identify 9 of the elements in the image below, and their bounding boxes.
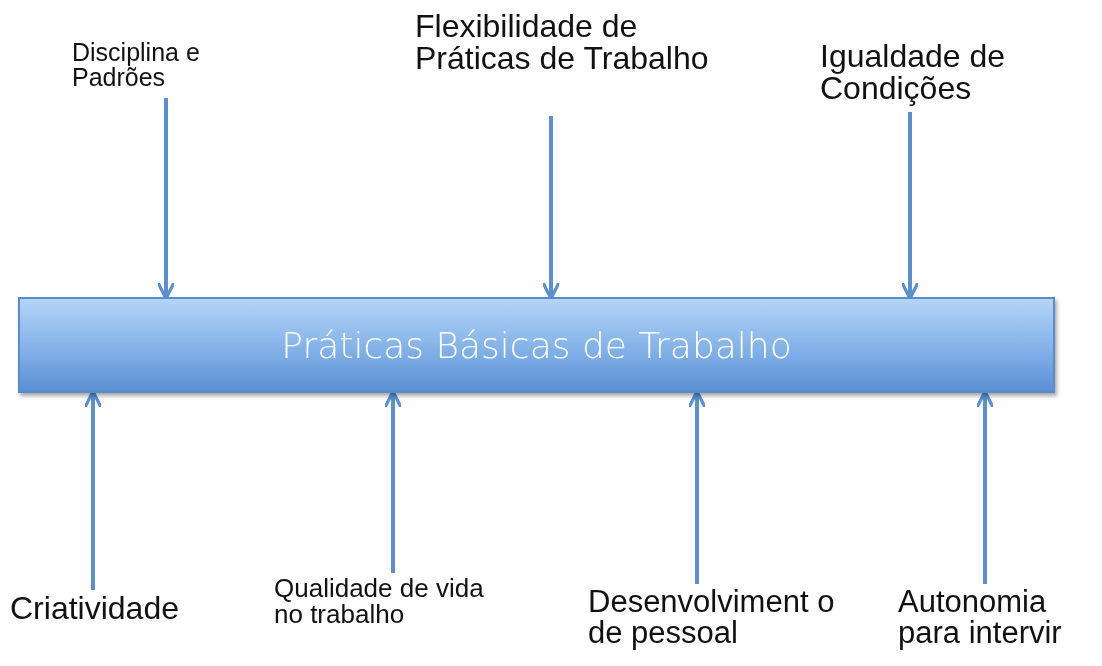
process-box	[18, 297, 1055, 393]
factor-label: Flexibilidade de Práticas de Trabalho	[415, 10, 715, 74]
factor-label: Disciplina e Padrões	[72, 40, 272, 90]
factor-label: Qualidade de vida no trabalho	[274, 575, 494, 627]
factor-label: Autonomia para intervir	[898, 586, 1098, 648]
factor-label: Igualdade de Condições	[820, 40, 1080, 104]
factor-label: Desenvolviment o de pessoal	[588, 586, 858, 648]
box-title: Práticas Básicas de Trabalho	[281, 324, 792, 366]
factor-label: Criatividade	[10, 592, 230, 624]
